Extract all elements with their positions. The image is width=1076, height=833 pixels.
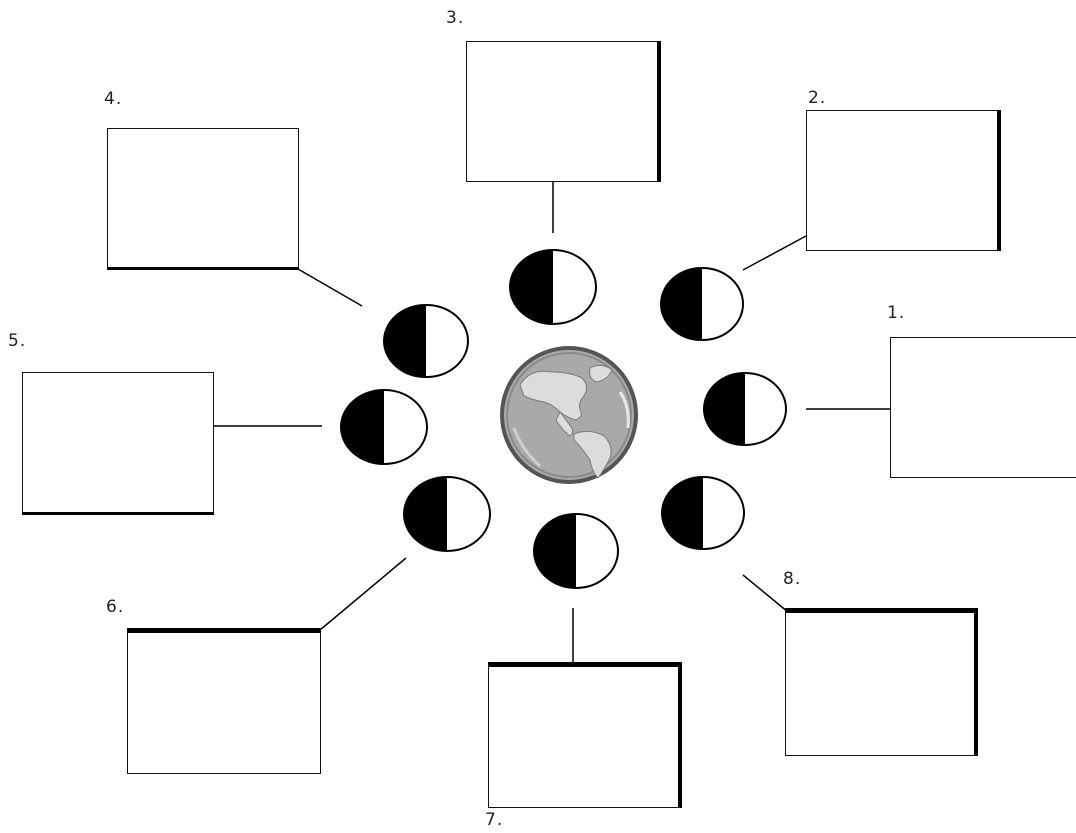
- answer-box-5[interactable]: [22, 372, 214, 515]
- position-label-7: 7.: [485, 810, 504, 830]
- answer-box-2[interactable]: [806, 110, 1001, 251]
- moon-5: [340, 389, 428, 465]
- answer-box-6[interactable]: [127, 628, 321, 774]
- answer-box-1[interactable]: [890, 337, 1076, 478]
- moon-6: [403, 476, 491, 552]
- earth-globe-icon: [500, 346, 638, 484]
- connector-line-4: [297, 268, 363, 307]
- position-label-1: 1.: [887, 303, 906, 323]
- position-label-3: 3.: [446, 8, 465, 28]
- connector-line-8: [742, 574, 789, 613]
- answer-box-7[interactable]: [488, 662, 682, 808]
- moon-2: [660, 267, 744, 341]
- answer-box-3[interactable]: [466, 41, 661, 182]
- moon-3: [509, 249, 597, 325]
- moon-1: [703, 372, 787, 446]
- connector-line-2: [742, 235, 807, 271]
- connector-line-6: [319, 557, 407, 631]
- answer-box-4[interactable]: [107, 128, 299, 270]
- position-label-2: 2.: [808, 88, 827, 108]
- position-label-6: 6.: [106, 597, 125, 617]
- position-label-5: 5.: [8, 331, 27, 351]
- moon-7: [533, 513, 619, 589]
- moon-4: [383, 304, 469, 378]
- moon-8: [661, 476, 745, 550]
- answer-box-8[interactable]: [785, 608, 978, 756]
- position-label-4: 4.: [104, 89, 123, 109]
- position-label-8: 8.: [783, 569, 802, 589]
